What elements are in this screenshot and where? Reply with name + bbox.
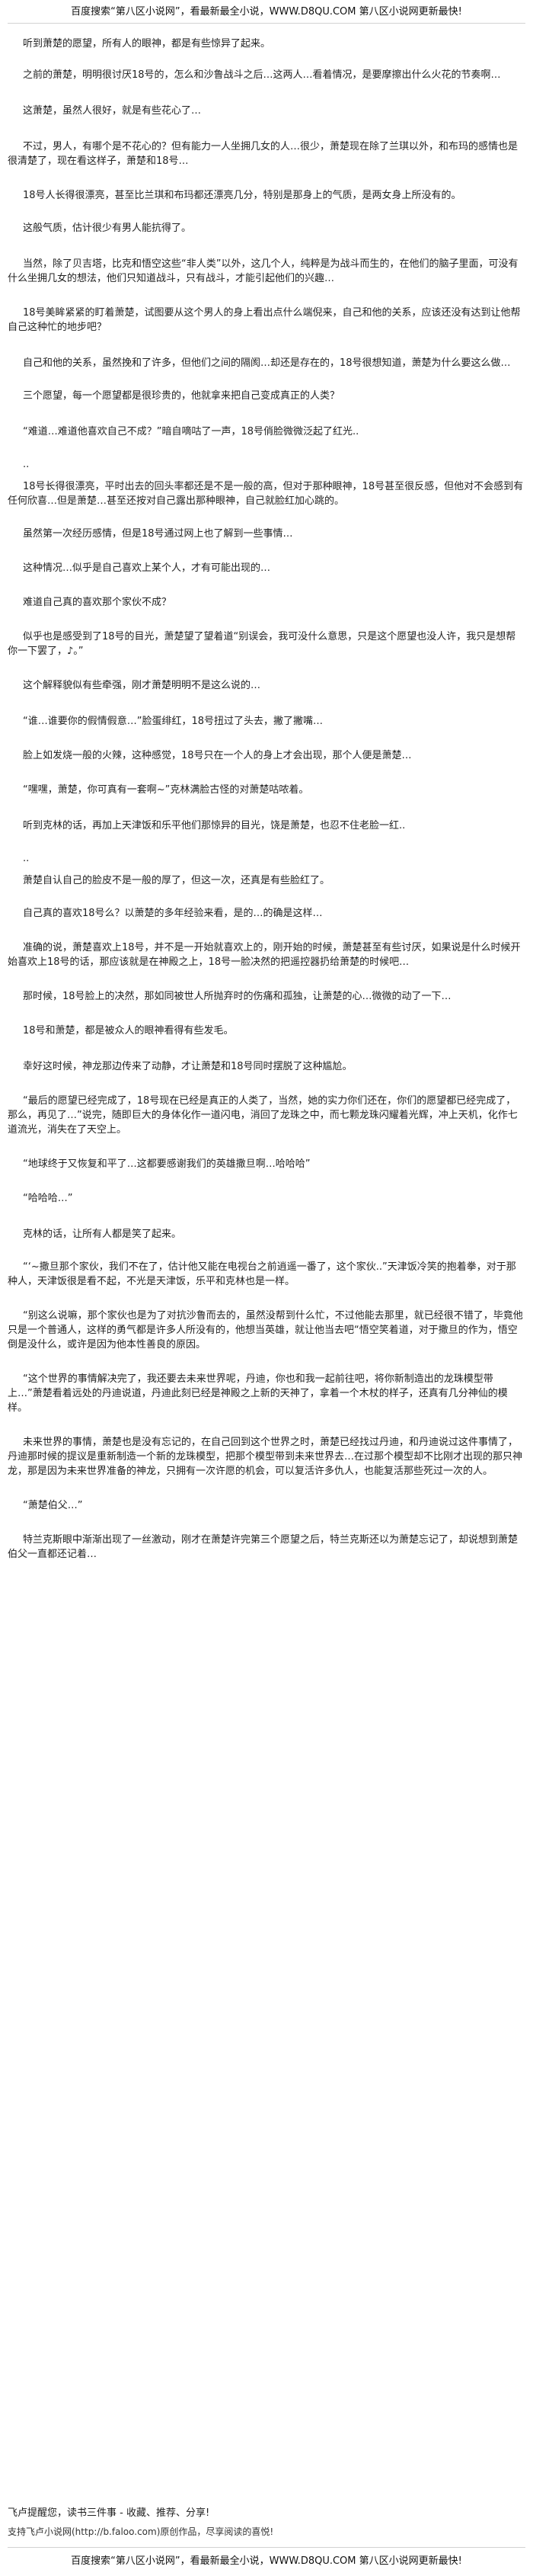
chapter-body: 听到萧楚的愿望，所有人的眼神，都是有些惊异了起来。之前的萧楚，明明很讨厌18号的… xyxy=(8,37,525,1580)
story-paragraph: “萧楚伯父…” xyxy=(23,1500,83,1511)
story-paragraph: 特兰克斯眼中渐渐出现了一丝激动，刚才在萧楚许完第三个愿望之后，特兰克斯还以为萧楚… xyxy=(8,1534,519,1560)
top-divider xyxy=(8,23,525,24)
reader-reminder: 飞卢提醒您，读书三件事 - 收藏、推荐、分享! xyxy=(8,2507,210,2519)
story-paragraph: 这个解释貌似有些牵强，刚才萧楚明明不是这么说的… xyxy=(23,680,261,691)
story-paragraph: 听到萧楚的愿望，所有人的眼神，都是有些惊异了起来。 xyxy=(23,38,271,50)
story-paragraph: “别这么说嘛，那个家伙也是为了对抗沙鲁而去的，虽然没帮到什么忙，不过他能去那里，… xyxy=(8,1310,523,1350)
story-paragraph: 似乎也是感受到了18号的目光，萧楚望了望着道“别误会，我可没什么意思，只是这个愿… xyxy=(8,631,516,657)
story-paragraph: 这般气质，估计很少有男人能抗得了。 xyxy=(23,223,192,234)
story-paragraph: 这萧楚，虽然人很好，就是有些花心了… xyxy=(23,105,202,117)
story-paragraph: 听到克林的话，再加上天津饭和乐平他们那惊异的目光，饶是萧楚，也忍不住老脸一红.. xyxy=(23,820,406,831)
story-paragraph: 脸上如发烧一般的火辣，这种感觉，18号只在一个人的身上才会出现，那个人便是萧楚… xyxy=(23,750,412,761)
story-paragraph: 那时候，18号脸上的决然，那如同被世人所抛弃时的伤痛和孤独，让萧楚的心…微微的动… xyxy=(23,991,452,1002)
story-paragraph: “难道…难道他喜欢自己不成？”暗自嘀咕了一声，18号俏脸微微泛起了红光.. xyxy=(23,426,359,437)
site-header-banner: 百度搜索“第八区小说网”，看最新最全小说，WWW.D8QU.COM 第八区小说网… xyxy=(71,6,462,18)
story-paragraph: “最后的愿望已经完成了，18号现在已经是真正的人类了，当然，她的实力你们还在，你… xyxy=(8,1095,518,1136)
site-footer-banner: 百度搜索“第八区小说网”，看最新最全小说，WWW.D8QU.COM 第八区小说网… xyxy=(71,2555,462,2567)
story-paragraph: 不过，男人，有哪个是不花心的？但有能力一人坐拥几女的人…很少，萧楚现在除了兰琪以… xyxy=(8,141,519,167)
story-paragraph: “这个世界的事情解决完了，我还要去未来世界呢，丹迪，你也和我一起前往吧，将你新制… xyxy=(8,1373,508,1414)
story-paragraph: 难道自己真的喜欢那个家伙不成？ xyxy=(23,597,172,608)
story-paragraph: 自己和他的关系，虽然挽和了许多，但他们之间的隔阂…却还是存在的，18号很想知道，… xyxy=(23,357,511,369)
story-paragraph: 三个愿望，每一个愿望都是很珍贵的，他就拿来把自己变成真正的人类？ xyxy=(23,390,340,402)
story-paragraph: “‘~撒旦那个家伙，我们不在了，估计他又能在电视台之前逍遥一番了，这个家伙..”… xyxy=(8,1261,516,1287)
story-paragraph: 18号长得很漂亮，平时出去的回头率都还是不是一般的高，但对于那种眼神，18号甚至… xyxy=(8,481,524,507)
support-line: 支持飞卢小说网(http://b.faloo.com)原创作品，尽享阅读的喜悦! xyxy=(8,2526,274,2537)
bottom-area: 飞卢提醒您，读书三件事 - 收藏、推荐、分享! 支持飞卢小说网(http://b… xyxy=(0,2506,533,2576)
story-paragraph: 当然，除了贝吉塔，比克和悟空这些“非人类”以外，这几个人，纯粹是为战斗而生的，在… xyxy=(8,258,519,284)
story-paragraph: “哈哈哈…” xyxy=(23,1193,73,1204)
story-paragraph: “谁…谁要你的假情假意…”脸蛋绯红，18号扭过了头去，撇了撇嘴… xyxy=(23,716,324,727)
story-paragraph: 自己真的喜欢18号么？以萧楚的多年经验来看，是的…的确是这样… xyxy=(23,908,323,919)
story-paragraph: 之前的萧楚，明明很讨厌18号的，怎么和沙鲁战斗之后…这两人…看着情况，是要摩擦出… xyxy=(23,69,501,81)
story-paragraph: “地球终于又恢复和平了…这都要感谢我们的英雄撒旦啊…哈哈哈” xyxy=(23,1158,311,1170)
story-paragraph: 18号美眸紧紧的盯着萧楚，试图要从这个男人的身上看出点什么端倪来，自己和他的关系… xyxy=(8,307,521,333)
story-paragraph: .. xyxy=(23,853,30,864)
story-paragraph: 18号人长得很漂亮，甚至比兰琪和布玛都还漂亮几分，特别是那身上的气质，是两女身上… xyxy=(23,190,461,201)
story-paragraph: 萧楚自认自己的脸皮不是一般的厚了，但这一次，还真是有些脸红了。 xyxy=(23,875,330,886)
story-paragraph: 未来世界的事情，萧楚也是没有忘记的，在自己回到这个世界之时，萧楚已经找过丹迪，和… xyxy=(8,1437,523,1477)
story-paragraph: 克林的话，让所有人都是笑了起来。 xyxy=(23,1229,182,1240)
story-paragraph: 幸好这时候，神龙那边传来了动静，才让萧楚和18号同时摆脱了这种尴尬。 xyxy=(23,1061,353,1072)
story-paragraph: “嘿嘿，萧楚，你可真有一套啊~”克林满脸古怪的对萧楚咕哝着。 xyxy=(23,784,309,796)
story-paragraph: .. xyxy=(23,459,30,470)
story-paragraph: 18号和萧楚，都是被众人的眼神看得有些发毛。 xyxy=(23,1025,234,1036)
story-paragraph: 虽然第一次经历感情，但是18号通过网上也了解到一些事情… xyxy=(23,528,293,540)
bottom-divider xyxy=(8,2547,525,2548)
story-paragraph: 准确的说，萧楚喜欢上18号，并不是一开始就喜欢上的，刚开始的时候，萧楚甚至有些讨… xyxy=(8,942,521,968)
story-paragraph: 这种情况…似乎是自己喜欢上某个人，才有可能出现的… xyxy=(23,562,271,574)
